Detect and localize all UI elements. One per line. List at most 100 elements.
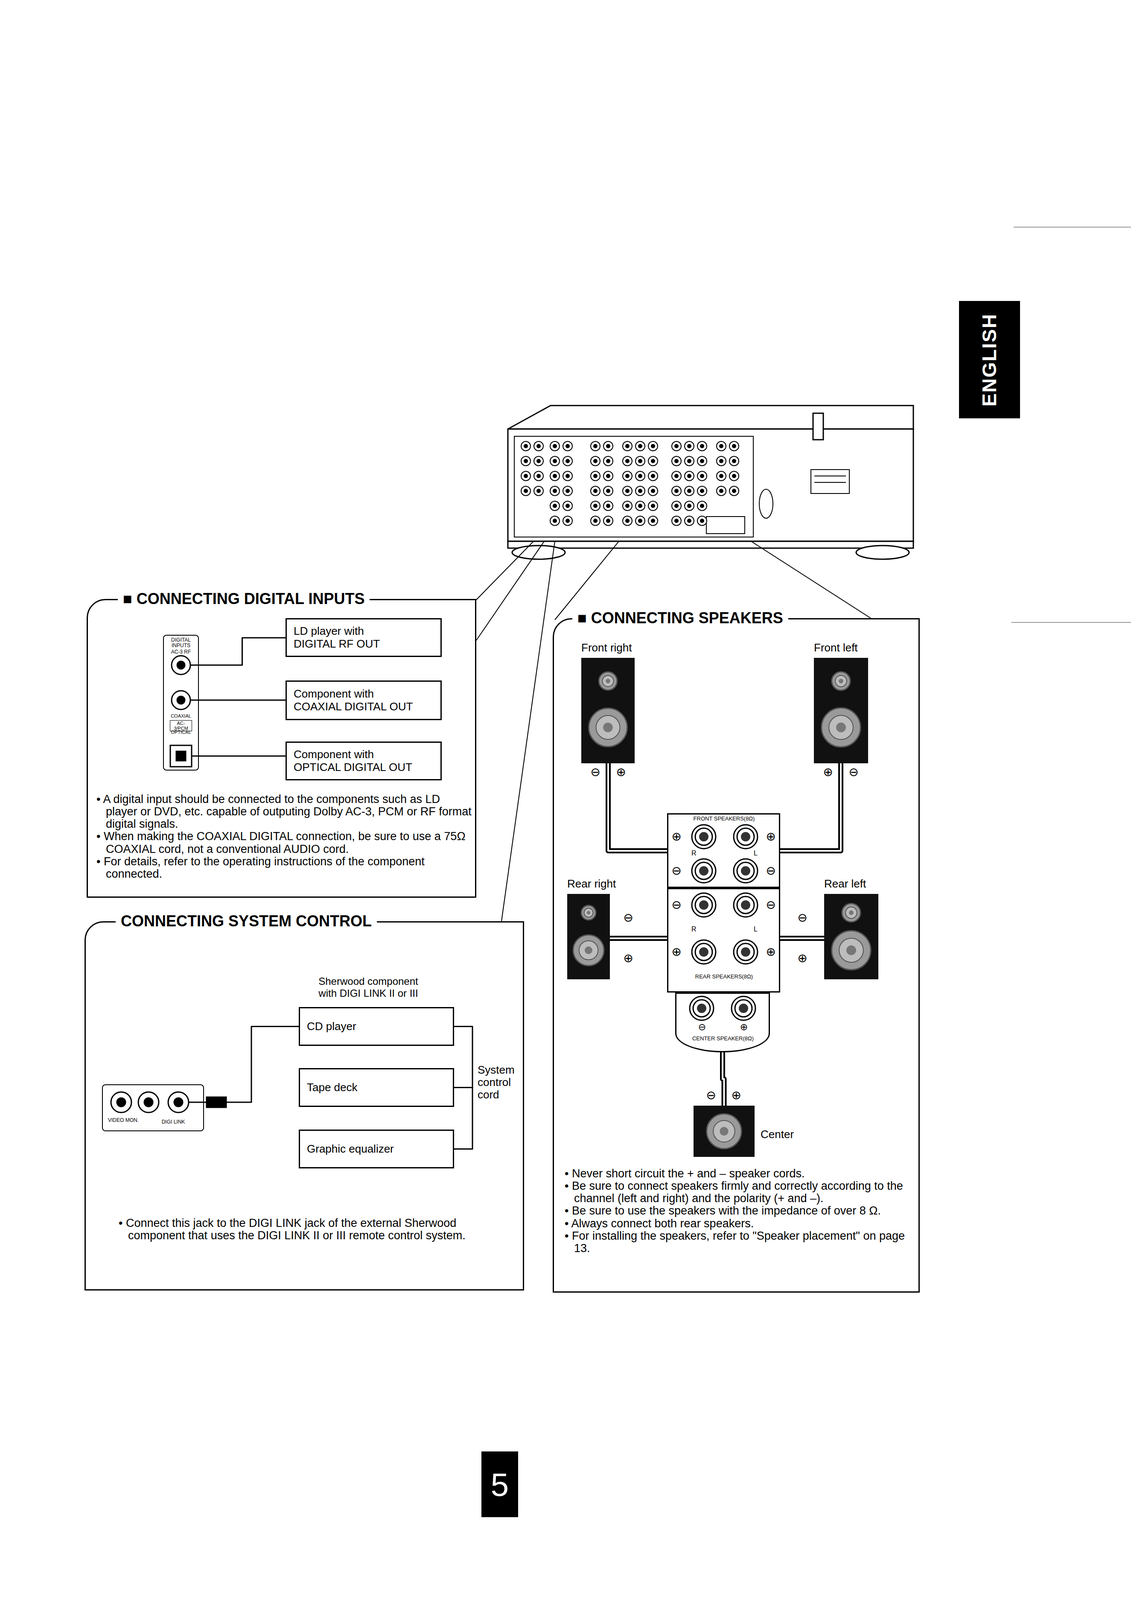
note-list: • Connect this jack to the DIGI LINK jac… (118, 1216, 495, 1242)
polarity-sign: ⊖ (590, 766, 601, 779)
speaker-wire (608, 763, 668, 851)
component-box: Component with OPTICAL DIGITAL OUT (285, 741, 442, 781)
speaker-wire (722, 1052, 725, 1106)
speaker: Front right (581, 657, 635, 764)
label-text: R (691, 849, 697, 857)
leader-lines (476, 541, 871, 922)
rear-panel-jacks (521, 441, 739, 526)
page-number: 5 (481, 1451, 519, 1517)
speaker-drawing (567, 893, 610, 980)
label-text: LD player with DIGITAL RF OUT (293, 624, 397, 651)
label-text: ■ CONNECTING DIGITAL INPUTS (117, 589, 370, 608)
label-text: DIGITAL INPUTS (163, 637, 199, 649)
component-box: CD player (298, 1006, 455, 1046)
label-text: Rear left (824, 877, 866, 891)
cable (198, 699, 286, 701)
polarity-sign: ⊖ (848, 766, 859, 779)
polarity-sign: ⊕ (623, 952, 633, 965)
note: • Connect this jack to the DIGI LINK jac… (118, 1216, 495, 1242)
label-text: Graphic equalizer (306, 1142, 444, 1156)
speaker-wire (780, 938, 825, 939)
label-text: ⊕ (737, 1021, 751, 1032)
label-text: VIDEO MON. (103, 1117, 143, 1123)
speaker: Front left (813, 657, 869, 764)
note: • Always connect both rear speakers. (564, 1217, 915, 1230)
speaker: Rear left (824, 893, 879, 980)
component-box: Component with COAXIAL DIGITAL OUT (285, 680, 442, 720)
component-box: Graphic equalizer (298, 1129, 455, 1169)
label-text: Component with COAXIAL DIGITAL OUT (293, 687, 422, 714)
polarity-sign: ⊕ (615, 766, 626, 779)
note-list: • A digital input should be connected to… (96, 792, 473, 881)
polarity-sign: ⊕ (671, 830, 682, 843)
note: • Be sure to use the speakers with the i… (564, 1204, 915, 1217)
note: • A digital input should be connected to… (96, 792, 473, 831)
speaker: Rear right (567, 893, 610, 980)
speaker: Center (693, 1105, 755, 1157)
label-text: CENTER SPEAKER(8Ω) (676, 1035, 770, 1042)
terminal-panel: ⊖ ⊕ CENTER SPEAKER(8Ω) (675, 992, 770, 1053)
polarity-sign: ⊕ (765, 830, 776, 843)
speaker-wire (780, 763, 841, 851)
label-text: DIGI LINK (145, 1119, 202, 1125)
label-text: 5 (490, 1465, 509, 1503)
speaker-terminals (689, 824, 758, 1021)
polarity-sign: ⊕ (797, 952, 808, 965)
section-frame: ■ CONNECTING DIGITAL INPUTS• A digital i… (86, 598, 477, 898)
label-text: CONNECTING SYSTEM CONTROL (115, 912, 377, 930)
label-text: L (753, 849, 758, 857)
label-text: COAXIAL (163, 713, 199, 719)
note: • Never short circuit the + and – speake… (564, 1167, 915, 1180)
cable (454, 1026, 473, 1088)
label-text: Component with OPTICAL DIGITAL OUT (293, 748, 422, 774)
component-box: LD player with DIGITAL RF OUT (285, 617, 442, 657)
label-text: Center (760, 1127, 794, 1141)
section-frame: ■ CONNECTING SPEAKERS• Never short circu… (552, 617, 920, 1293)
label-text: Sherwood component with DIGI LINK II or … (312, 975, 425, 999)
polarity-sign: ⊖ (623, 911, 633, 924)
polarity-sign: ⊖ (765, 864, 776, 877)
speaker-wire (609, 938, 668, 939)
note: • Be sure to connect speakers firmly and… (564, 1179, 915, 1205)
speaker-drawing (824, 893, 879, 980)
label-text: ENGLISH (978, 312, 1002, 406)
polarity-sign: ⊕ (822, 766, 833, 779)
polarity-sign: ⊕ (731, 1089, 741, 1102)
label-text: REAR SPEAKERS(8Ω) (668, 973, 780, 980)
receiver (507, 405, 914, 560)
label-text: L (753, 925, 758, 933)
note-list: • Never short circuit the + and – speake… (564, 1167, 915, 1255)
section-frame: CONNECTING SYSTEM CONTROLSherwood compon… (84, 921, 525, 1291)
polarity-sign: ⊕ (671, 945, 682, 958)
label-text: FRONT SPEAKERS(8Ω) (668, 815, 780, 822)
speaker-drawing (813, 657, 869, 764)
label-text: Front right (581, 641, 633, 655)
cable (198, 755, 286, 757)
polarity-sign: ⊕ (765, 945, 776, 958)
cable (454, 1087, 473, 1149)
label-text: OPTICAL (163, 729, 199, 735)
label-text: Front left (813, 641, 858, 655)
connector-label: System control cord (477, 1063, 521, 1101)
terminal-panel: FRONT SPEAKERS(8Ω) R L (667, 813, 781, 888)
cable (204, 1026, 299, 1103)
note: • For installing the speakers, refer to … (564, 1229, 915, 1255)
polarity-sign: ⊖ (705, 1089, 716, 1102)
component-box: Tape deck (298, 1067, 455, 1107)
language-tab: ENGLISH (959, 300, 1021, 419)
note: • For details, refer to the operating in… (96, 855, 473, 881)
label-text: ■ CONNECTING SPEAKERS (572, 609, 789, 627)
cable (198, 637, 286, 665)
label-text: Tape deck (306, 1081, 444, 1094)
label-text: R (691, 925, 697, 933)
label-text: AC-3 RF (163, 649, 199, 655)
note: • When making the COAXIAL DIGITAL connec… (96, 830, 473, 855)
label-text: CD player (306, 1020, 444, 1033)
polarity-sign: ⊖ (797, 911, 808, 924)
jack-panel: DIGITAL INPUTSAC-3 RFCOAXIALAC-3/PCMOPTI… (163, 634, 199, 771)
scan-marks (1011, 227, 1131, 623)
label-text: ⊖ (695, 1021, 709, 1032)
polarity-sign: ⊖ (671, 898, 682, 911)
speaker-drawing (581, 657, 635, 764)
jack-panel: VIDEO MON.DIGI LINK (102, 1084, 205, 1131)
